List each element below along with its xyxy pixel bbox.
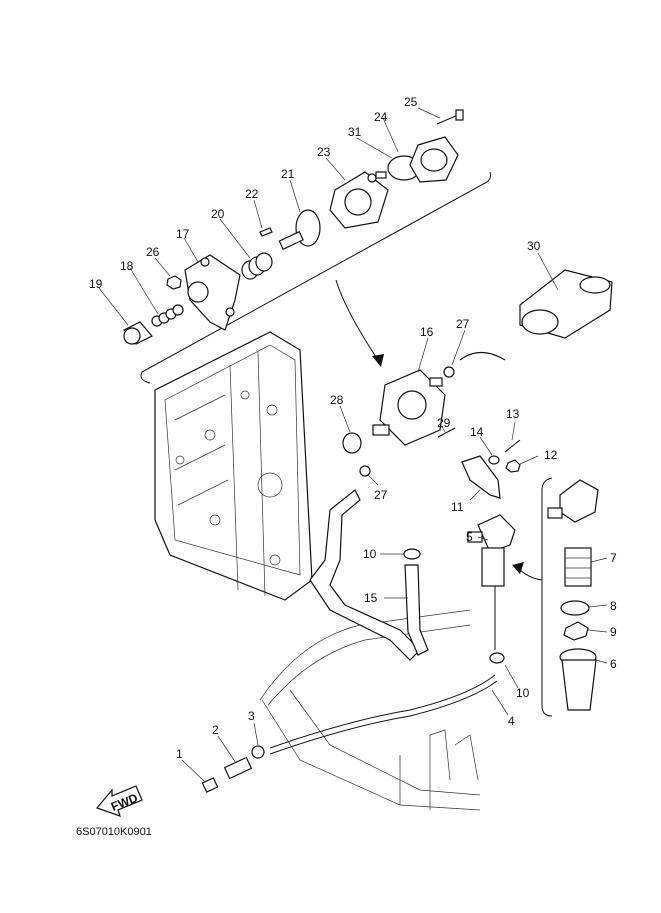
part-19: [123, 321, 153, 345]
part-21: [278, 209, 321, 250]
hose-upper: [459, 351, 506, 361]
part-4: [269, 674, 496, 749]
callout-17: 17: [176, 227, 190, 241]
callout-23: 23: [317, 145, 331, 159]
callout-29: 29: [437, 416, 451, 430]
part-6: [559, 648, 597, 711]
part-10a: [403, 548, 421, 560]
part-9: [563, 621, 589, 641]
right-bracket: [541, 477, 553, 717]
part-18: [151, 304, 184, 327]
part-23: [329, 171, 389, 229]
right-arrow-head: [512, 562, 524, 574]
engine-block: [154, 331, 313, 601]
callout-25: 25: [404, 95, 418, 109]
part-20: [241, 252, 273, 280]
filter-head: [547, 479, 599, 523]
part-24: [409, 136, 459, 183]
callout-30: 30: [527, 239, 541, 253]
callout-8: 8: [610, 599, 617, 613]
part-17: [184, 254, 241, 331]
detail-bracket: [140, 171, 492, 384]
callout-16: 16: [420, 325, 434, 339]
part-26: [166, 275, 182, 290]
part-27b: [359, 465, 371, 477]
part-3: [251, 745, 265, 759]
callout-3: 3: [248, 709, 255, 723]
part-15: [404, 564, 429, 656]
callout-12: 12: [544, 448, 558, 462]
callout-27b: 27: [374, 488, 388, 502]
part-1: [201, 777, 219, 793]
callout-15: 15: [364, 591, 378, 605]
callout-28: 28: [330, 393, 344, 407]
drawing-code: 6S07010K0901: [76, 826, 152, 838]
callout-21: 21: [281, 167, 295, 181]
callout-14: 14: [470, 425, 484, 439]
part-14: [488, 455, 500, 465]
callout-18: 18: [120, 259, 134, 273]
part-8: [560, 600, 590, 616]
fwd-arrow: FWD: [95, 785, 143, 817]
part-22: [259, 227, 273, 237]
callout-7: 7: [610, 551, 617, 565]
detail-arrow-head: [372, 354, 384, 367]
callout-10b: 10: [516, 686, 530, 700]
part-7: [564, 547, 592, 587]
detail-arrow-line: [335, 279, 379, 361]
hose-15-main: [309, 489, 421, 661]
leader-lines: [98, 107, 608, 783]
part-25: [436, 109, 464, 125]
callout-31: 31: [348, 125, 362, 139]
part-29: [437, 427, 456, 438]
part-2: [223, 756, 253, 780]
callout-20: 20: [211, 207, 225, 221]
part-10b: [489, 652, 505, 664]
right-arrow-line: [517, 567, 543, 581]
callout-2: 2: [212, 723, 219, 737]
callout-1: 1: [176, 747, 183, 761]
part-30: [519, 269, 613, 339]
part-12: [505, 459, 521, 473]
callout-5: 5: [466, 530, 473, 544]
callout-19: 19: [89, 277, 103, 291]
callout-11: 11: [451, 500, 464, 514]
callout-4: 4: [508, 714, 515, 728]
callout-13: 13: [506, 407, 520, 421]
part-28: [342, 432, 362, 454]
callout-6: 6: [610, 657, 617, 671]
callout-24: 24: [374, 110, 388, 124]
callout-27a: 27: [456, 317, 470, 331]
callout-26: 26: [146, 245, 160, 259]
callout-9: 9: [610, 625, 617, 639]
fwd-text: FWD: [109, 791, 140, 814]
part-5: [467, 514, 516, 650]
part-11: [461, 455, 501, 499]
lower-cowling: [259, 609, 481, 811]
callout-10a: 10: [363, 547, 377, 561]
part-13: [504, 439, 521, 453]
part-27a: [443, 366, 455, 378]
part-16: [372, 369, 446, 446]
callout-22: 22: [245, 187, 259, 201]
